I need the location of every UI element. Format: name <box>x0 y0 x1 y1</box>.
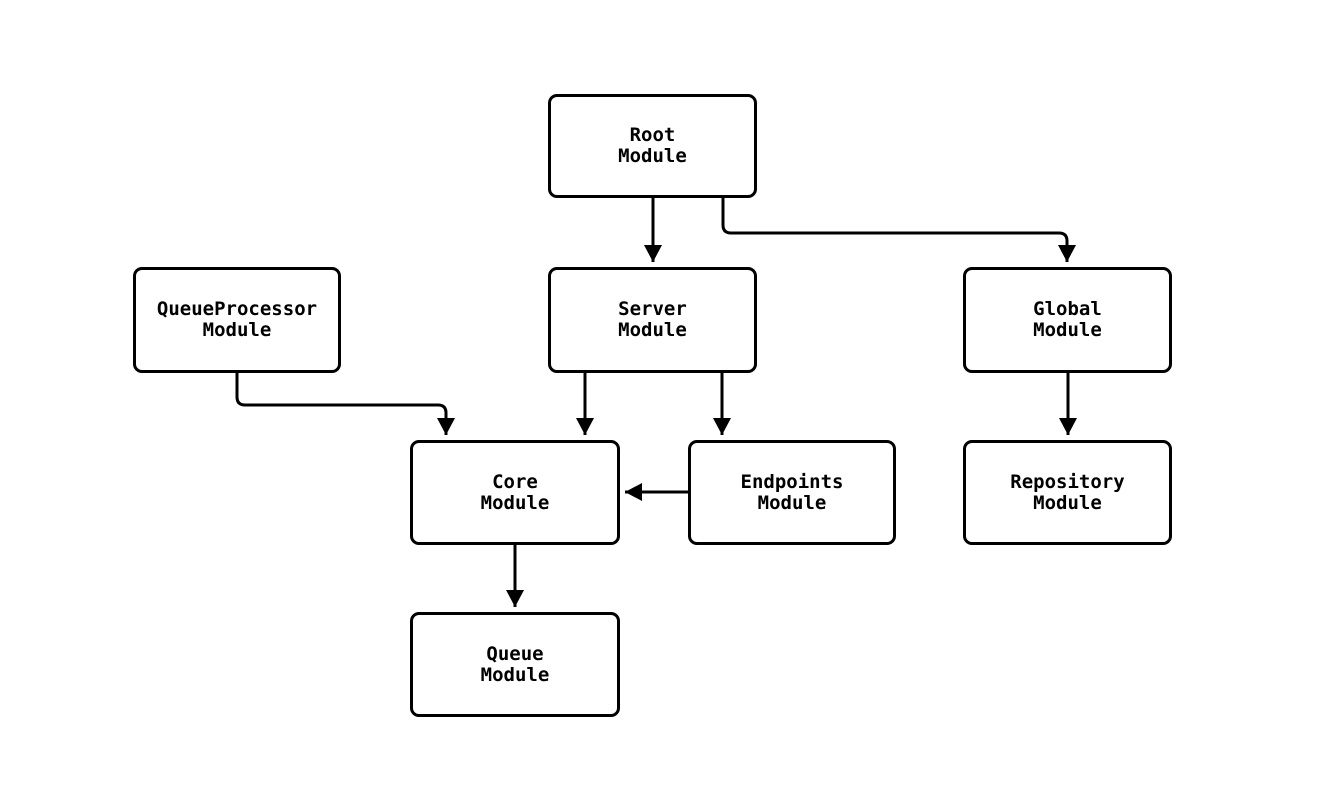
node-repository-module: Repository Module <box>963 440 1172 545</box>
node-label-line2: Module <box>1033 319 1102 341</box>
node-server-module: Server Module <box>548 267 757 373</box>
edge-root-to-global <box>721 198 1076 262</box>
node-label-line1: Global <box>1033 298 1102 320</box>
node-label-line2: Module <box>757 491 827 514</box>
node-label-line1: Root <box>629 124 676 146</box>
node-root-module: Root Module <box>548 94 757 198</box>
node-label-line2: Module <box>202 319 272 341</box>
node-label-line2: Module <box>1033 491 1102 514</box>
node-label-line1: QueueProcessor <box>156 298 318 320</box>
node-label-line1: Core <box>492 470 538 493</box>
node-label-line2: Module <box>480 491 550 514</box>
node-label-line1: Repository <box>1010 470 1125 493</box>
node-label-line2: Module <box>618 145 687 167</box>
node-endpoints-module: Endpoints Module <box>688 440 896 545</box>
node-label-line1: Server <box>618 298 687 320</box>
edge-queueprocessor-to-core <box>235 373 455 435</box>
node-label-line2: Module <box>480 663 550 686</box>
node-core-module: Core Module <box>410 440 620 545</box>
node-global-module: Global Module <box>963 267 1172 373</box>
node-label-line1: Queue <box>486 642 544 665</box>
node-queue-module: Queue Module <box>410 612 620 717</box>
node-queueprocessor-module: QueueProcessor Module <box>133 267 341 373</box>
node-label-line1: Endpoints <box>740 470 844 493</box>
node-label-line2: Module <box>618 319 687 341</box>
